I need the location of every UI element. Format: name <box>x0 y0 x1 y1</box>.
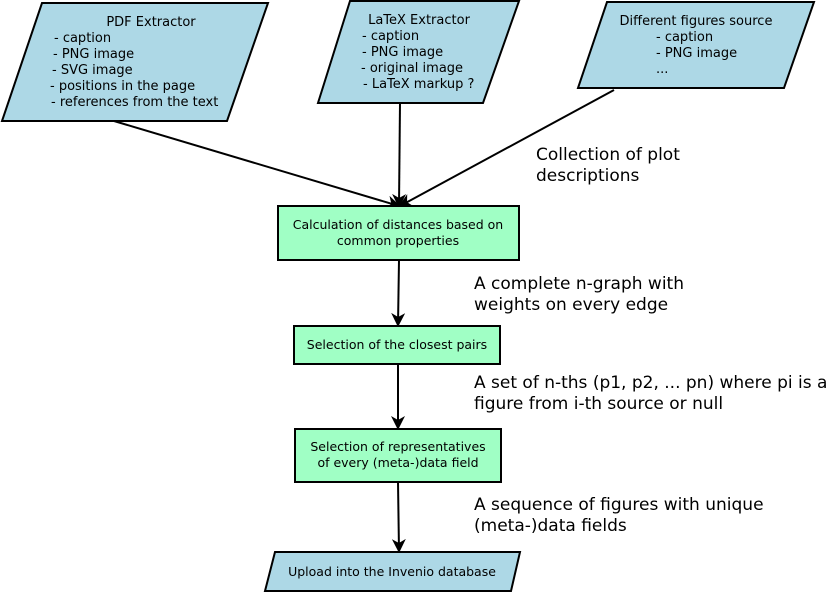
source-item: ... <box>656 62 668 77</box>
step-label: of every (meta-)data field <box>317 455 478 470</box>
step-label: Selection of representatives <box>310 439 485 454</box>
step-representatives: Selection of representatives of every (m… <box>294 428 502 483</box>
edge-label-line: descriptions <box>536 166 640 186</box>
edge-pdf-to-distances <box>113 120 401 210</box>
edge-label-line: A complete n-graph with <box>474 274 684 294</box>
source-item: - caption <box>362 29 419 44</box>
step-label: common properties <box>337 233 459 248</box>
step-distance-calculation: Calculation of distances based on common… <box>277 205 520 261</box>
source-latex-extractor: LaTeX Extractor - caption - PNG image - … <box>316 0 521 104</box>
edge-label-tuples: A set of n-ths (p1, p2, ... pn) where pi… <box>474 373 827 414</box>
source-item: - SVG image <box>52 63 133 78</box>
edge-label-line: (meta-)data fields <box>474 516 627 536</box>
step-closest-pairs: Selection of the closest pairs <box>293 325 501 365</box>
edge-representatives-to-upload <box>391 481 406 553</box>
source-item: - LaTeX markup ? <box>363 77 474 92</box>
step-label: Upload into the Invenio database <box>288 564 496 579</box>
edge-label-line: A set of n-ths (p1, p2, ... pn) where pi… <box>474 373 827 393</box>
source-different-figures: Different figures source - caption - PNG… <box>576 0 816 89</box>
edge-label-line: figure from i-th source or null <box>474 394 723 414</box>
edge-latex-to-distances <box>392 102 407 208</box>
edge-label-line: Collection of plot <box>536 145 680 165</box>
edge-label-line: A sequence of figures with unique <box>474 495 764 515</box>
source-item: - original image <box>361 61 463 76</box>
source-title: PDF Extractor <box>106 15 196 30</box>
source-item: - PNG image <box>362 45 443 60</box>
edge-other-to-distances <box>398 89 615 207</box>
source-pdf-extractor: PDF Extractor - caption - PNG image - SV… <box>0 2 270 122</box>
edge-label-sequence: A sequence of figures with unique (meta-… <box>474 495 764 536</box>
source-item: - references from the text <box>51 95 218 110</box>
step-label: Calculation of distances based on <box>293 217 503 232</box>
edge-label-graph: A complete n-graph with weights on every… <box>474 274 684 315</box>
edge-distances-to-pairs <box>391 259 406 327</box>
source-item: - caption <box>54 31 111 46</box>
step-upload: Upload into the Invenio database <box>263 551 522 592</box>
source-item: - PNG image <box>656 46 737 61</box>
source-title: Different figures source <box>620 14 773 29</box>
source-item: - positions in the page <box>50 79 195 94</box>
source-item: - caption <box>656 30 713 45</box>
step-label: Selection of the closest pairs <box>307 337 487 352</box>
edge-label-collection: Collection of plot descriptions <box>536 145 680 186</box>
source-title: LaTeX Extractor <box>368 13 470 28</box>
source-item: - PNG image <box>53 47 134 62</box>
edge-label-line: weights on every edge <box>474 295 668 315</box>
